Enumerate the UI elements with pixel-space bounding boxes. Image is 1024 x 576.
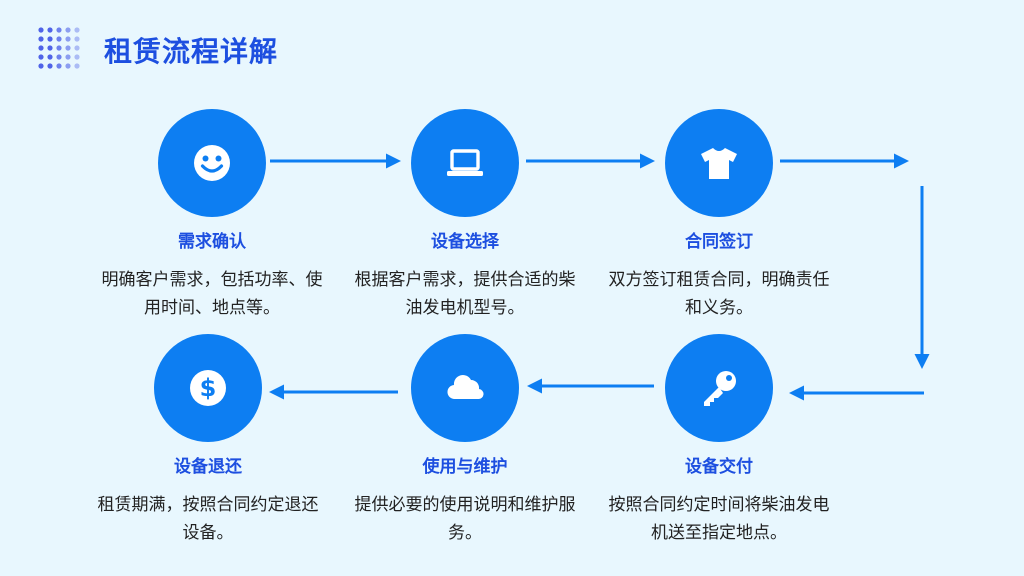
step-demand-confirm: 需求确认 明确客户需求，包括功率、使用时间、地点等。 xyxy=(92,109,332,322)
step-description: 明确客户需求，包括功率、使用时间、地点等。 xyxy=(101,270,323,318)
laptop-icon xyxy=(447,149,483,176)
step-contract-sign: 合同签订 双方签订租赁合同，明确责任和义务。 xyxy=(599,109,839,322)
smile-icon xyxy=(194,145,230,181)
decorative-dots-icon xyxy=(38,27,80,69)
step-icon-circle: $ xyxy=(154,334,262,442)
step-icon-circle xyxy=(158,109,266,217)
tshirt-icon xyxy=(701,148,737,179)
dollar-icon: $ xyxy=(190,370,226,406)
step-title: 设备退还 xyxy=(174,457,242,477)
step-description: 按照合同约定时间将柴油发电机送至指定地点。 xyxy=(608,495,830,543)
cloud-icon xyxy=(447,375,484,400)
step-description: 租赁期满，按照合同约定退还设备。 xyxy=(97,495,319,543)
step-description: 双方签订租赁合同，明确责任和义务。 xyxy=(608,270,830,318)
step-equipment-delivery: 设备交付 按照合同约定时间将柴油发电机送至指定地点。 xyxy=(599,334,839,547)
step-title: 需求确认 xyxy=(178,232,246,252)
step-equipment-select: 设备选择 根据客户需求，提供合适的柴油发电机型号。 xyxy=(345,109,585,322)
slide-title: 租赁流程详解 xyxy=(104,35,279,68)
step-icon-circle xyxy=(411,109,519,217)
step-description: 根据客户需求，提供合适的柴油发电机型号。 xyxy=(354,270,576,318)
step-equipment-return: $ 设备退还 租赁期满，按照合同约定退还设备。 xyxy=(88,334,328,547)
key-icon xyxy=(704,371,736,406)
step-icon-circle xyxy=(665,109,773,217)
step-icon-circle xyxy=(411,334,519,442)
step-use-maintenance: 使用与维护 提供必要的使用说明和维护服务。 xyxy=(345,334,585,547)
step-title: 合同签订 xyxy=(685,232,753,252)
step-description: 提供必要的使用说明和维护服务。 xyxy=(354,495,576,543)
step-title: 设备选择 xyxy=(431,232,499,252)
step-title: 使用与维护 xyxy=(422,457,508,477)
step-icon-circle xyxy=(665,334,773,442)
svg-text:$: $ xyxy=(200,374,217,402)
step-title: 设备交付 xyxy=(685,457,753,477)
